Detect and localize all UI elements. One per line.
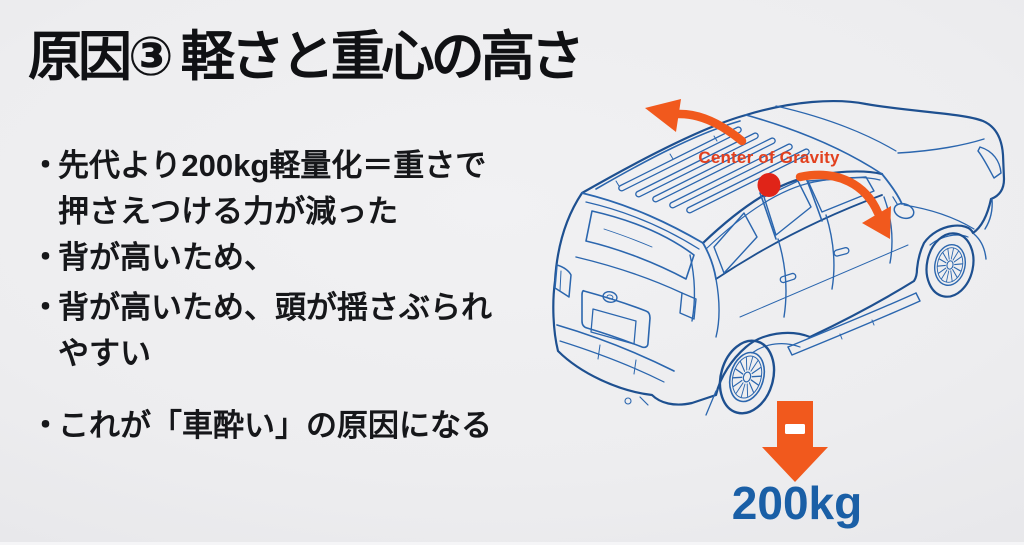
door-handle — [779, 272, 797, 284]
bullet-marker: ・ — [30, 148, 61, 183]
weight-label: 200kg — [731, 477, 863, 529]
taillight — [679, 292, 697, 320]
bullet-text: 先代より200kg軽量化＝重さで — [58, 148, 487, 183]
weight-reduction-arrow-icon — [762, 401, 828, 482]
car-body — [552, 99, 1006, 416]
door-handle — [833, 247, 850, 257]
front-wheel — [925, 232, 975, 298]
slide-title: 原因③ 軽さと重心の高さ — [28, 27, 585, 87]
list-item: ・ これが「車酔い」の原因になる — [30, 403, 560, 449]
minus-icon — [785, 424, 805, 434]
bullet-text: やすい — [58, 336, 151, 371]
list-item: ・ 先代より200kg軽量化＝重さで 押さえつける力が減った — [30, 143, 560, 235]
bullet-text: 背が高いため、頭が揺さぶられ — [58, 290, 492, 325]
rear-wheel — [718, 339, 776, 415]
bullet-text: 押さえつける力が減った — [58, 194, 399, 229]
rear-emblem — [602, 291, 618, 303]
bullet-text: これが「車酔い」の原因になる — [58, 408, 492, 443]
center-of-gravity-label: Center of Gravity — [698, 148, 840, 167]
bullet-marker: ・ — [30, 240, 61, 275]
roof-ribs — [618, 126, 810, 214]
bullet-text: 背が高いため、 — [58, 240, 275, 275]
bullet-list: ・ 先代より200kg軽量化＝重さで 押さえつける力が減った ・ 背が高いため、… — [30, 143, 560, 449]
car-illustration — [552, 99, 1006, 482]
taillight — [554, 264, 572, 298]
bullet-marker: ・ — [30, 408, 61, 443]
list-item: ・ 背が高いため、 — [30, 235, 560, 281]
list-item: ・ 背が高いため、頭が揺さぶられ やすい — [30, 285, 560, 377]
bullet-marker: ・ — [30, 290, 61, 325]
sway-arrow-left-icon — [645, 99, 747, 146]
car-diagram: Center of Gravity 200kg — [540, 85, 1020, 545]
license-plate-recess — [581, 289, 651, 349]
side-mirror — [892, 196, 915, 220]
center-of-gravity-dot — [757, 173, 781, 197]
sway-arrow-right-icon — [795, 170, 891, 239]
license-plate — [590, 308, 637, 345]
bottom-edge-strip — [0, 542, 1024, 545]
